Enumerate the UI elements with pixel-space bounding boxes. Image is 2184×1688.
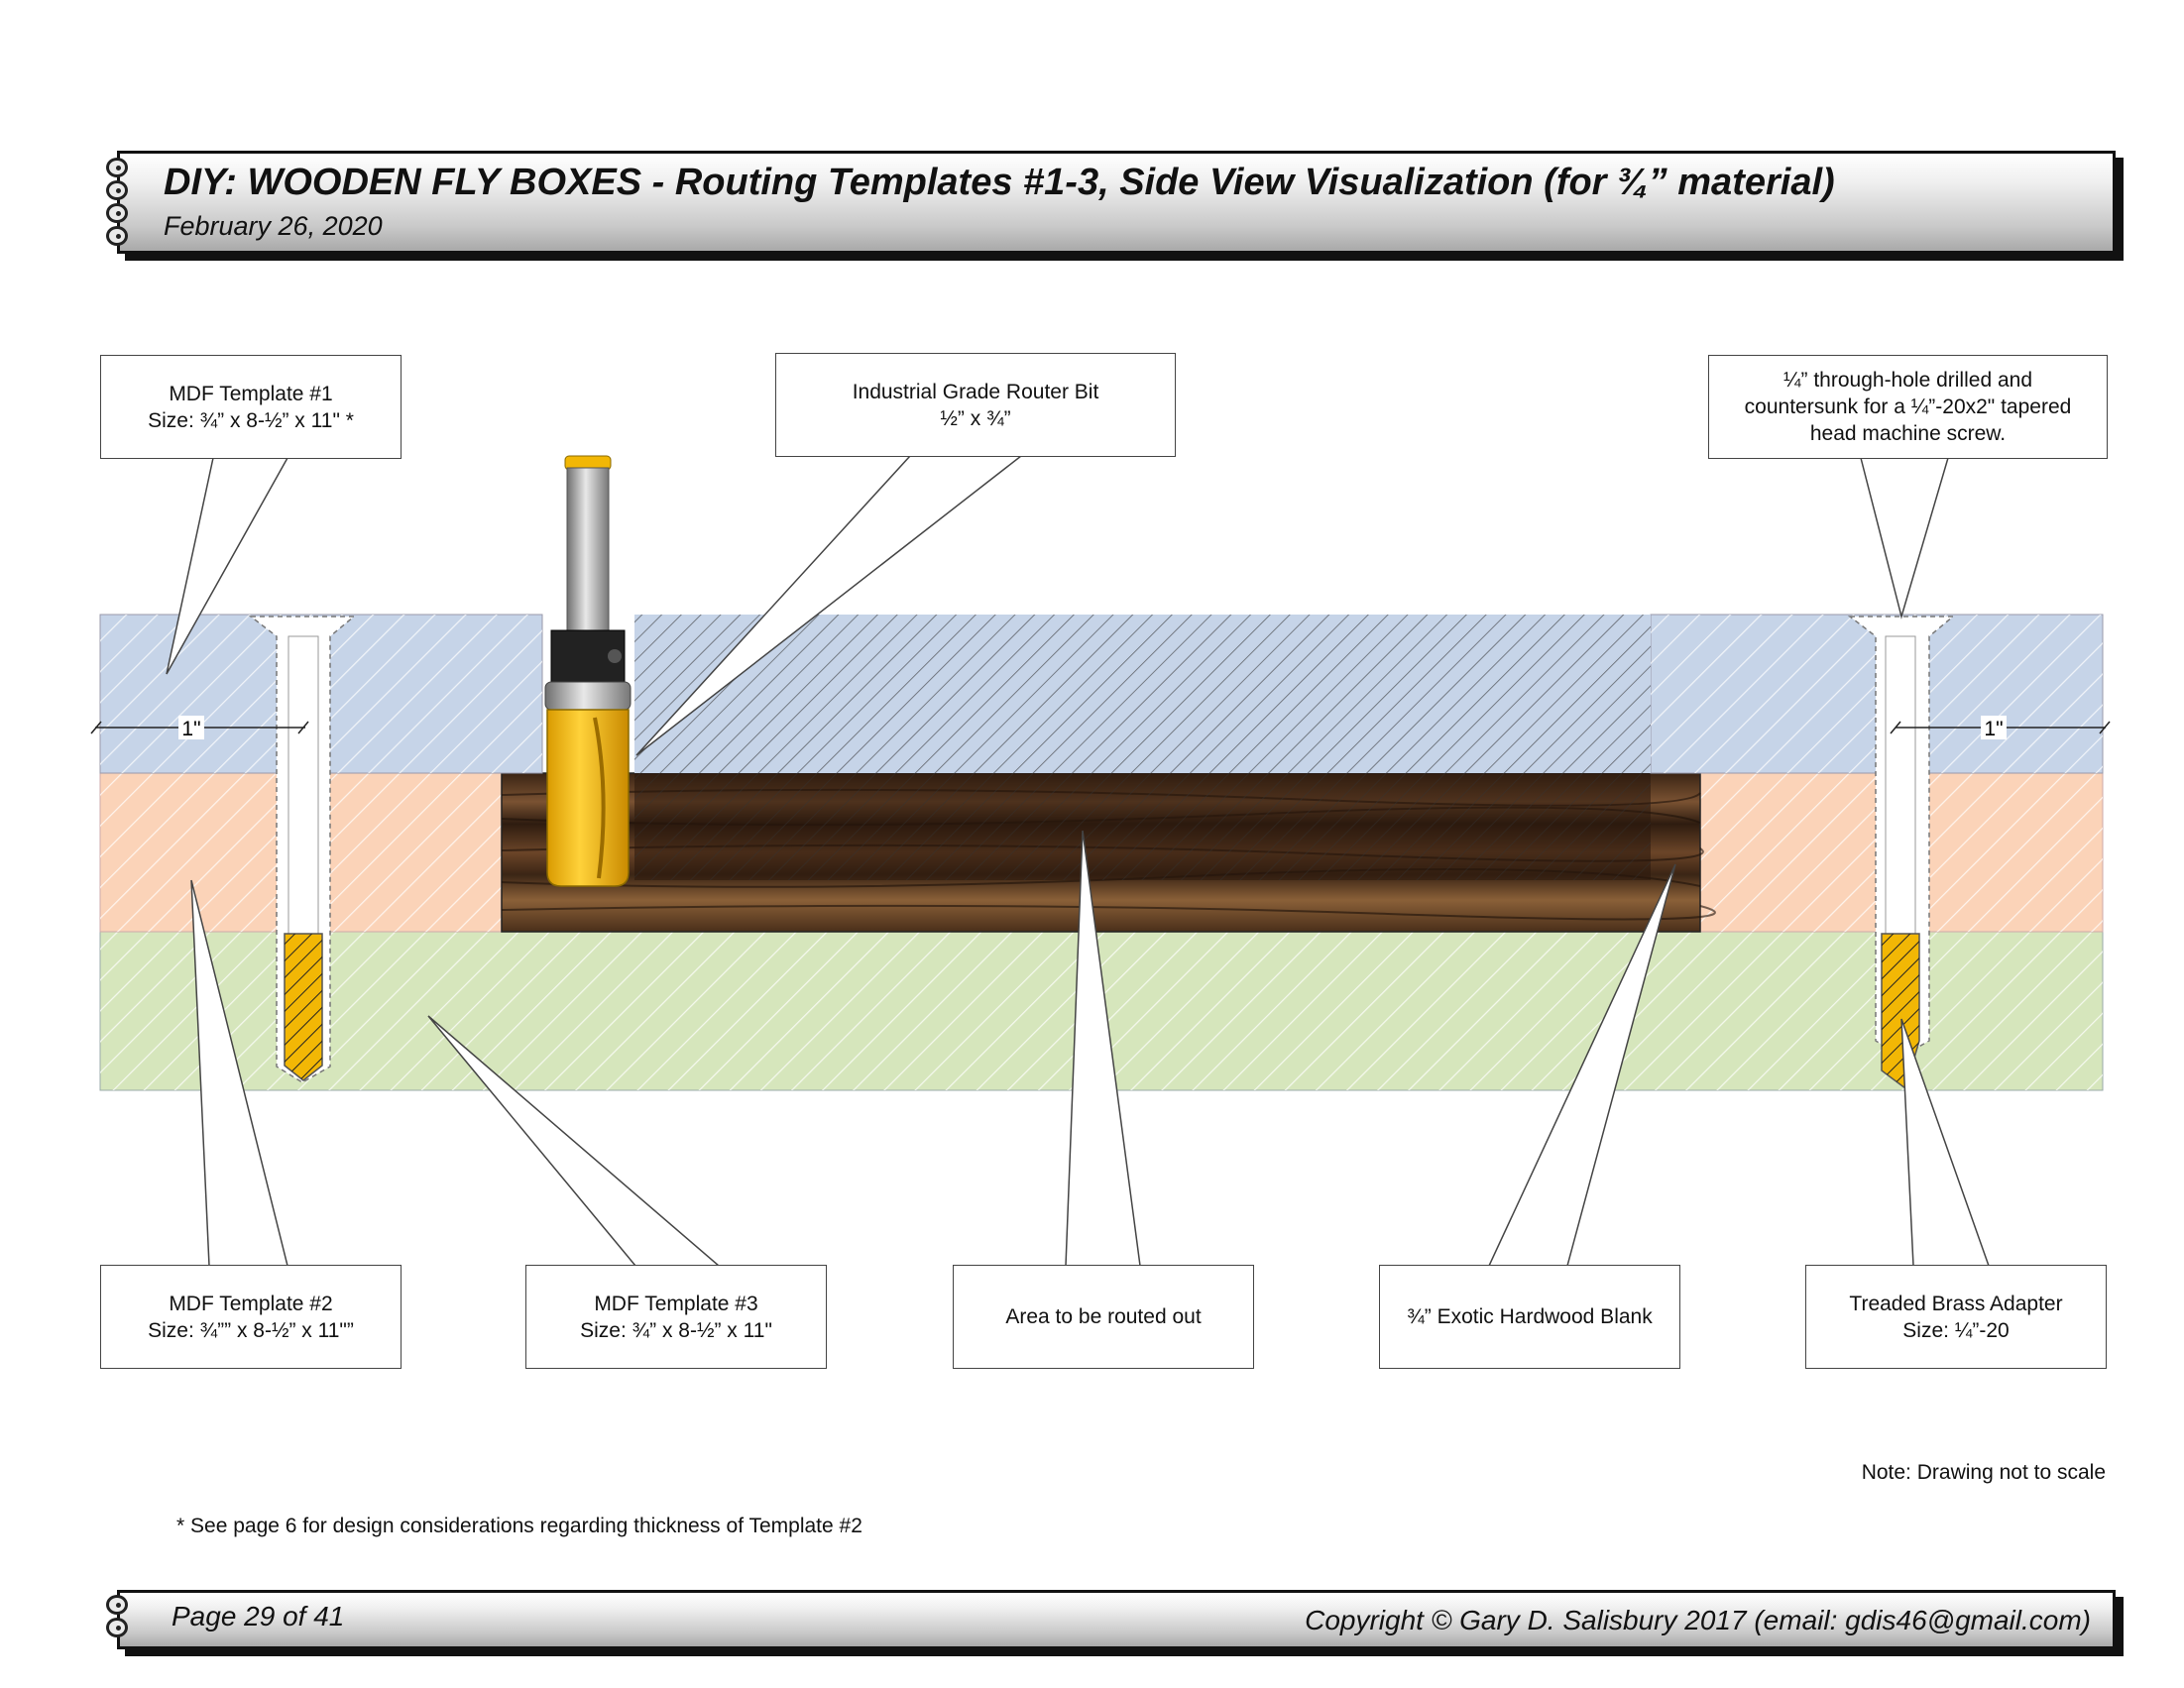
- machine-screw-icon: [248, 616, 357, 1083]
- callout-router-bit-text: Industrial Grade Router Bit ½” x ¾”: [852, 380, 1099, 430]
- callout-brass-adapter-text: Treaded Brass Adapter Size: ¼”-20: [1849, 1292, 2063, 1342]
- footnote: * See page 6 for design considerations r…: [176, 1515, 862, 1537]
- page-date: February 26, 2020: [164, 211, 383, 241]
- callout-hardwood-text: ¾” Exotic Hardwood Blank: [1407, 1305, 1653, 1328]
- callout-routed-area-text: Area to be routed out: [1005, 1305, 1202, 1328]
- callout-routed-area: Area to be routed out: [953, 1265, 1254, 1369]
- callout-template2-text: MDF Template #2 Size: ¾”” x 8-½” x 11"”: [148, 1292, 354, 1342]
- callout-template3: MDF Template #3 Size: ¾” x 8-½” x 11": [525, 1265, 827, 1369]
- page-number: Page 29 of 41: [172, 1601, 345, 1632]
- page-title: DIY: WOODEN FLY BOXES - Routing Template…: [164, 162, 1835, 203]
- spiral-binding-icon: [106, 1595, 136, 1637]
- copyright: Copyright © Gary D. Salisbury 2017 (emai…: [1305, 1605, 2091, 1635]
- pointer-through-hole: [1860, 457, 1950, 619]
- callout-template3-text: MDF Template #3 Size: ¾” x 8-½” x 11": [580, 1292, 772, 1342]
- callout-template2: MDF Template #2 Size: ¾”” x 8-½” x 11"”: [100, 1265, 402, 1369]
- footer-banner: Page 29 of 41 Copyright © Gary D. Salisb…: [106, 1590, 2116, 1649]
- callout-through-hole: ¼” through-hole drilled and countersunk …: [1708, 355, 2108, 459]
- callout-hardwood: ¾” Exotic Hardwood Blank: [1379, 1265, 1680, 1369]
- callout-brass-adapter: Treaded Brass Adapter Size: ¼”-20: [1805, 1265, 2107, 1369]
- dimension-right: 1": [1984, 718, 2003, 740]
- spiral-binding-icon: [106, 158, 136, 246]
- router-bit-icon: [544, 455, 632, 887]
- callout-template1: MDF Template #1 Size: ¾” x 8-½” x 11" *: [100, 355, 402, 459]
- callout-template1-text: MDF Template #1 Size: ¾” x 8-½” x 11" *: [148, 382, 354, 432]
- scale-note: Note: Drawing not to scale: [1861, 1461, 2106, 1484]
- callout-through-hole-text: ¼” through-hole drilled and countersunk …: [1744, 369, 2072, 445]
- dimension-left: 1": [181, 718, 200, 740]
- callout-router-bit: Industrial Grade Router Bit ½” x ¾”: [775, 353, 1176, 457]
- header-banner: DIY: WOODEN FLY BOXES - Routing Template…: [106, 151, 2116, 254]
